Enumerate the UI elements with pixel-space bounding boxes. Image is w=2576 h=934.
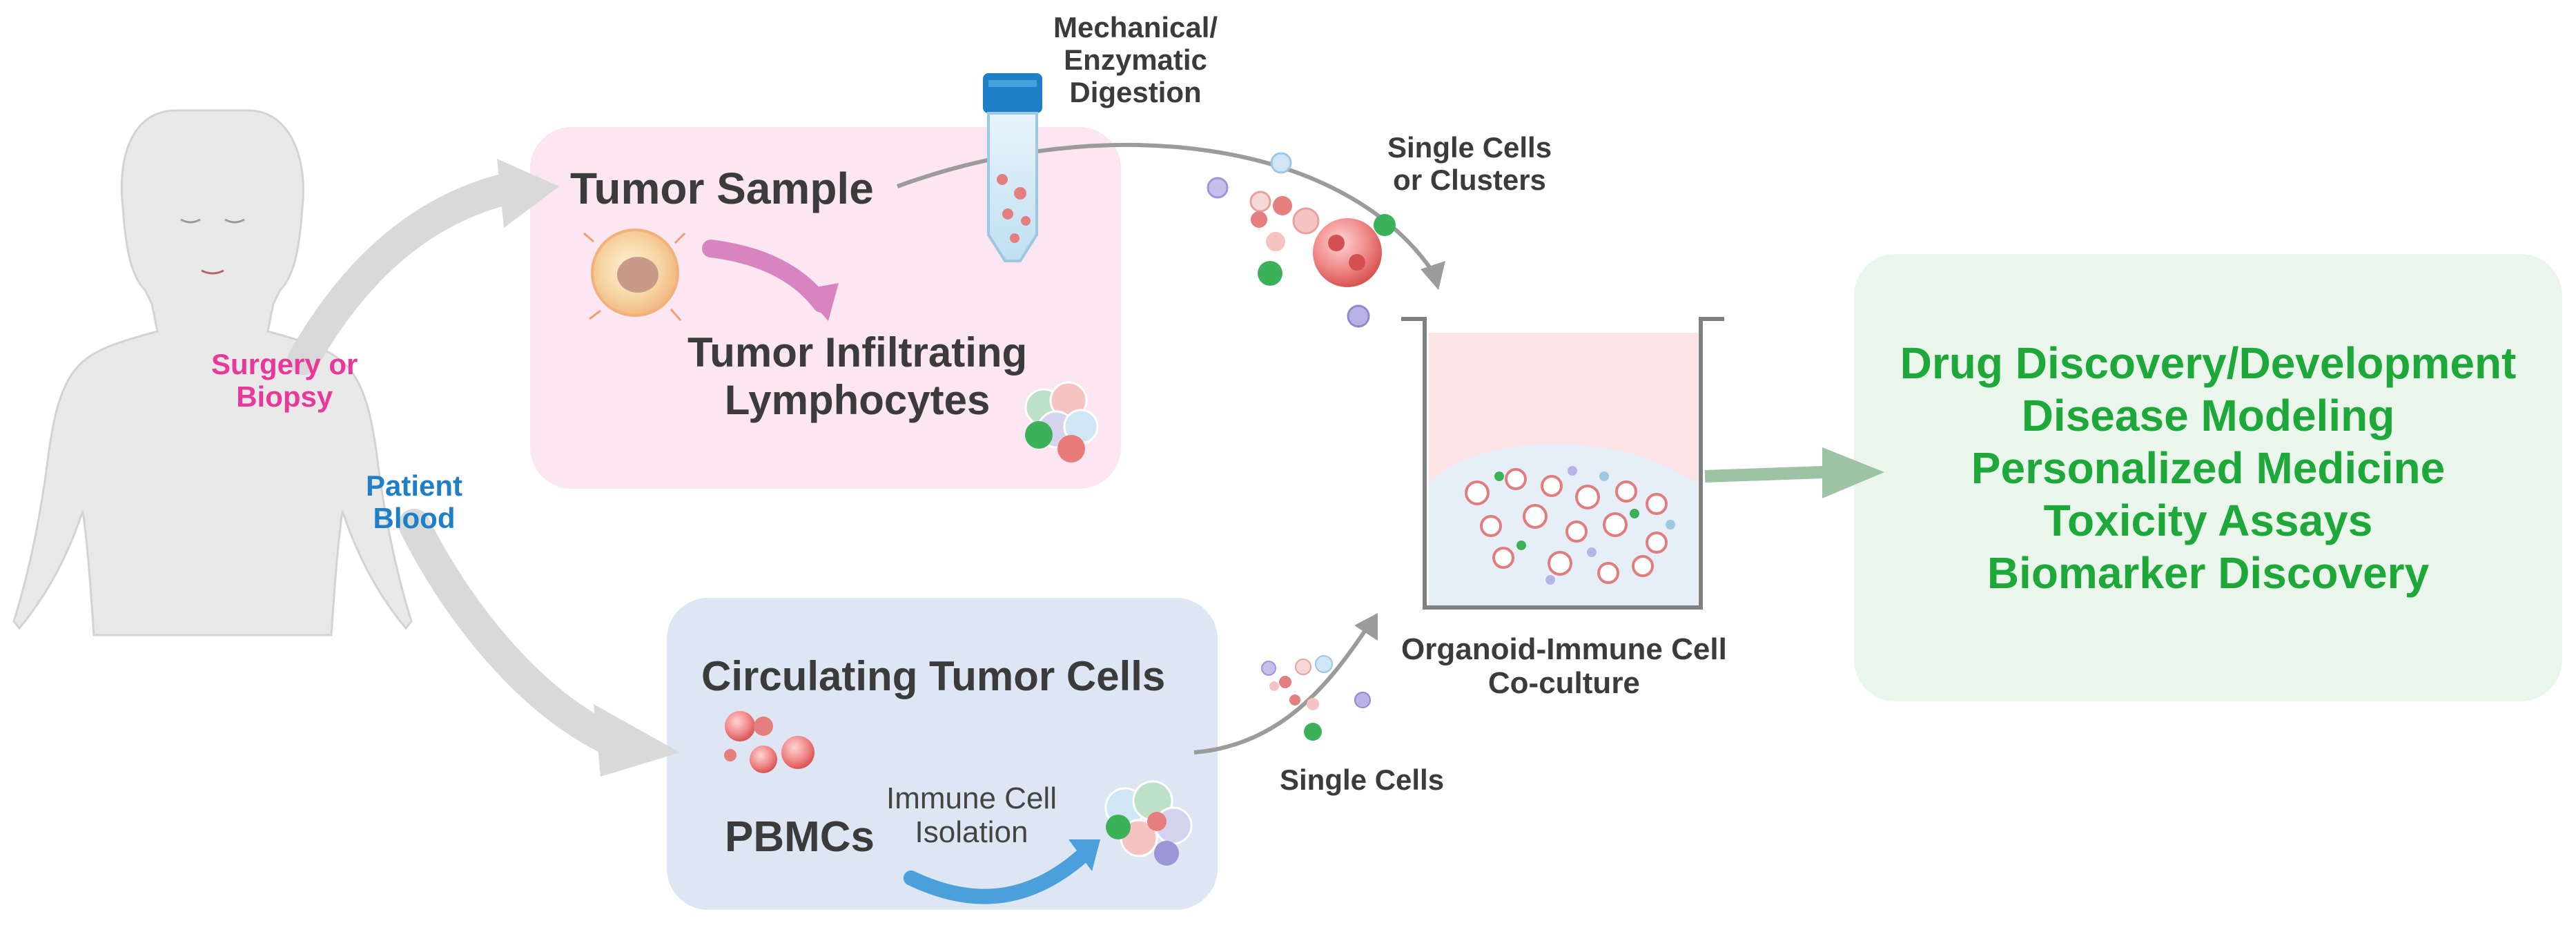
pbmcs-label: PBMCs [725,813,875,861]
isolation-label-line2: Isolation [915,815,1028,850]
digestion-label-line3: Digestion [1069,76,1202,109]
single-cells-cluster-icon [1207,152,1396,328]
coculture-label-line1: Organoid-Immune Cell [1401,632,1727,666]
applications-panel [1854,254,2562,701]
application-item: Disease Modeling [2021,391,2395,440]
falcon-tube-icon [983,73,1042,262]
surgery-biopsy-label: Surgery or Biopsy [211,348,358,413]
pbmc-cluster-icon [1104,780,1193,866]
tumor-sample-title: Tumor Sample [570,164,874,213]
applications-arrowhead-icon [1822,447,1884,498]
blood-label-line2: Blood [373,502,456,535]
digestion-arrowhead-icon [1421,261,1445,290]
til-label-line2: Lymphocytes [724,377,991,423]
applications-list: Drug Discovery/Development Disease Model… [1854,337,2562,599]
ctc-title: Circulating Tumor Cells [701,653,1166,699]
single-cells-icon [1261,655,1371,741]
patient-blood-label: Patient Blood [366,469,462,534]
single-cells-clusters-label: Single Cells or Clusters [1387,131,1552,196]
single-cells-arrowhead-icon [1354,613,1378,641]
digestion-label-line1: Mechanical/ [1053,11,1218,43]
patient-face-icon [180,218,245,275]
digestion-label: Mechanical/ Enzymatic Digestion [1053,11,1218,108]
blood-arrowhead-icon [594,704,680,777]
til-label-line1: Tumor Infiltrating [687,329,1028,376]
single-cells-label: Single Cells [1280,763,1445,796]
tumor-cell-icon [583,228,686,321]
surgery-label-line1: Surgery or [211,348,358,380]
immune-isolation-arrow [904,847,1091,904]
ctc-cells-icon [724,711,814,773]
clusters-label-line1: Single Cells [1387,131,1552,164]
til-label: Tumor Infiltrating Lymphocytes [687,329,1027,424]
blood-label-line1: Patient [366,469,463,502]
application-item: Drug Discovery/Development [1900,338,2517,388]
til-cluster-icon [1024,381,1099,463]
isolation-label-line1: Immune Cell [886,781,1057,815]
patient-figure-icon [12,109,413,636]
single-cells-flow-arrow [1193,627,1369,755]
application-item: Toxicity Assays [2043,496,2373,545]
surgery-arrowhead-icon [497,159,559,228]
applications-flow-arrow [1704,466,1824,483]
blood-flow-arrow [398,509,623,755]
til-expansion-arrow [702,240,830,313]
surgery-flow-arrow [288,172,527,375]
application-item: Biomarker Discovery [1987,548,2430,598]
digestion-label-line2: Enzymatic [1064,43,1207,77]
til-arrowhead-icon [801,283,839,321]
coculture-label: Organoid-Immune Cell Co-culture [1401,632,1727,701]
coculture-label-line2: Co-culture [1487,666,1640,701]
application-item: Personalized Medicine [1971,443,2446,493]
surgery-label-line2: Biopsy [236,380,333,414]
immune-isolation-arrowhead-icon [1069,839,1100,871]
clusters-label-line2: or Clusters [1393,164,1546,197]
immune-isolation-label: Immune Cell Isolation [886,781,1057,850]
coculture-well-icon [1401,317,1724,610]
